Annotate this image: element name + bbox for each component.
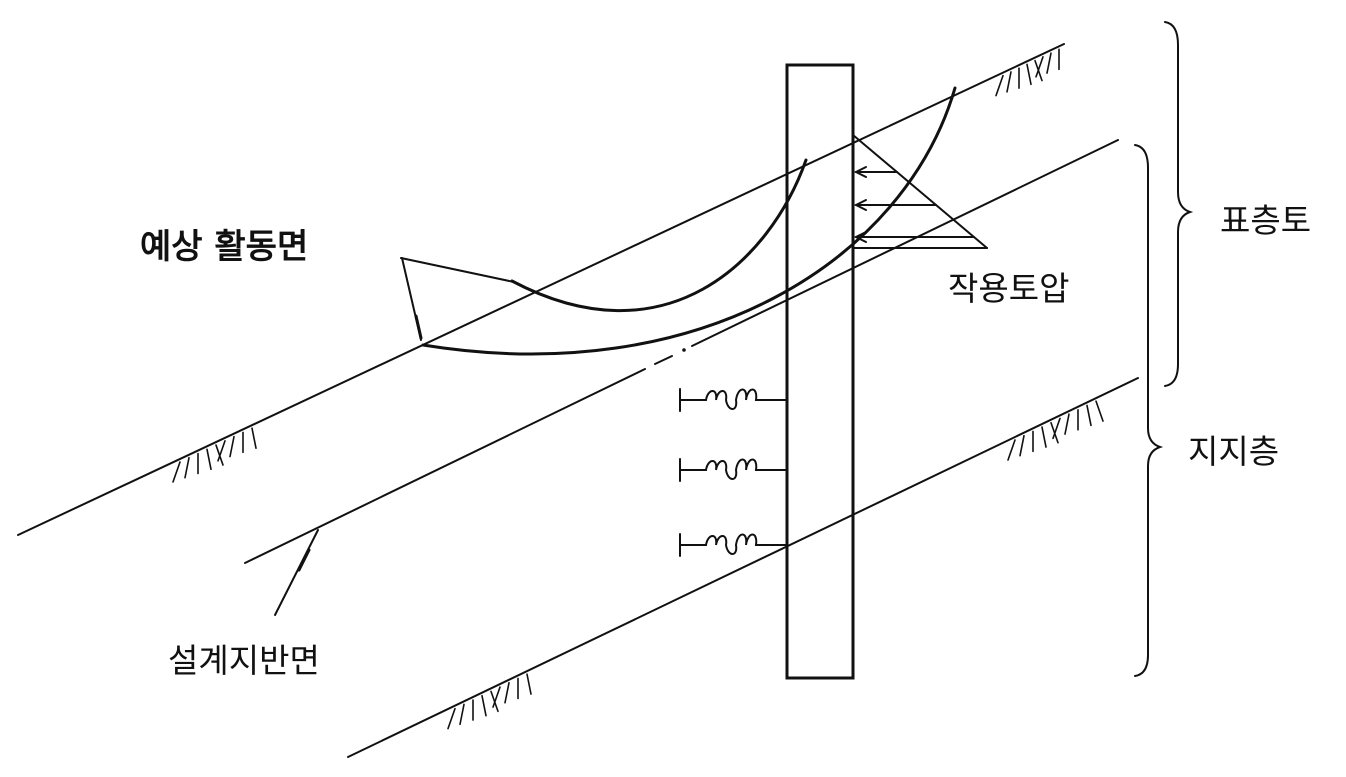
hatch-stroke <box>1086 404 1092 427</box>
bearing-layer-label: 지지층 <box>1188 432 1279 471</box>
spring-coil <box>679 533 788 555</box>
earth-pressure-arrowhead-3 <box>853 231 867 243</box>
spring-1 <box>679 388 788 412</box>
hatch-stroke <box>447 707 456 730</box>
design-ground-leader-tick <box>297 548 311 572</box>
spring-3 <box>679 533 788 557</box>
bearing-layer-line <box>347 377 1139 758</box>
layer-boundary-dash <box>654 355 673 365</box>
ground-springs <box>679 388 788 557</box>
hatch-stroke <box>1035 56 1044 78</box>
hatch-stroke <box>995 74 1004 97</box>
slip-surface-outer-curve <box>421 86 957 356</box>
hatch-stroke <box>172 461 181 483</box>
hatch-stroke <box>1046 52 1052 74</box>
hatch-stroke <box>217 440 226 462</box>
design-ground-surface-label: 설계지반면 <box>168 641 320 680</box>
layer-boundary-line <box>244 139 1119 564</box>
hatch-stroke <box>1052 417 1061 440</box>
earth-pressure-diagram <box>852 134 988 249</box>
slip-surface-leader <box>400 257 515 341</box>
slip-surface-inner-curve <box>510 158 808 312</box>
ground-surface-line <box>17 43 1065 536</box>
stabilizing-pile <box>785 63 855 680</box>
hatch-stroke <box>504 681 510 704</box>
surface-soil-brace <box>1164 21 1194 387</box>
spring-2 <box>679 458 788 482</box>
hatch-stroke <box>492 686 501 708</box>
ground-hatching <box>172 48 1104 730</box>
hatch-stroke <box>526 673 532 695</box>
hatch-stroke <box>206 448 212 471</box>
surface-soil-label: 표층토 <box>1220 201 1311 240</box>
design-ground-leader <box>274 529 319 616</box>
hatch-stroke <box>459 703 465 726</box>
earth-pressure-hypotenuse <box>852 134 988 249</box>
hatch-stroke <box>1064 413 1070 435</box>
predicted-slip-surface-label: 예상 활동면 <box>140 227 308 267</box>
hatch-stroke <box>1006 71 1012 93</box>
spring-coil <box>679 388 788 410</box>
hatch-stroke <box>481 694 487 717</box>
hatch-stroke <box>1007 439 1016 461</box>
slip-surface-leader-inner <box>400 257 515 283</box>
acting-earth-pressure-label: 작용토압 <box>948 269 1069 308</box>
spring-coil <box>679 458 788 480</box>
earth-pressure-arrowhead-1 <box>853 166 867 178</box>
earth-pressure-arrowhead-2 <box>853 199 867 211</box>
hatch-stroke <box>184 456 190 479</box>
layer-boundary-segment-upper <box>691 139 1119 347</box>
hatch-stroke <box>251 427 257 449</box>
bearing-layer-brace <box>1134 144 1164 677</box>
hatch-stroke <box>1026 63 1032 86</box>
layer-boundary-segment-lower <box>244 368 646 564</box>
hatch-stroke <box>1095 400 1104 422</box>
hatch-stroke <box>229 435 235 458</box>
layer-boundary-dot <box>682 348 686 352</box>
hatch-stroke <box>1041 426 1047 448</box>
slip-surface-leader-tick <box>414 314 423 340</box>
hatch-stroke <box>1019 434 1025 457</box>
